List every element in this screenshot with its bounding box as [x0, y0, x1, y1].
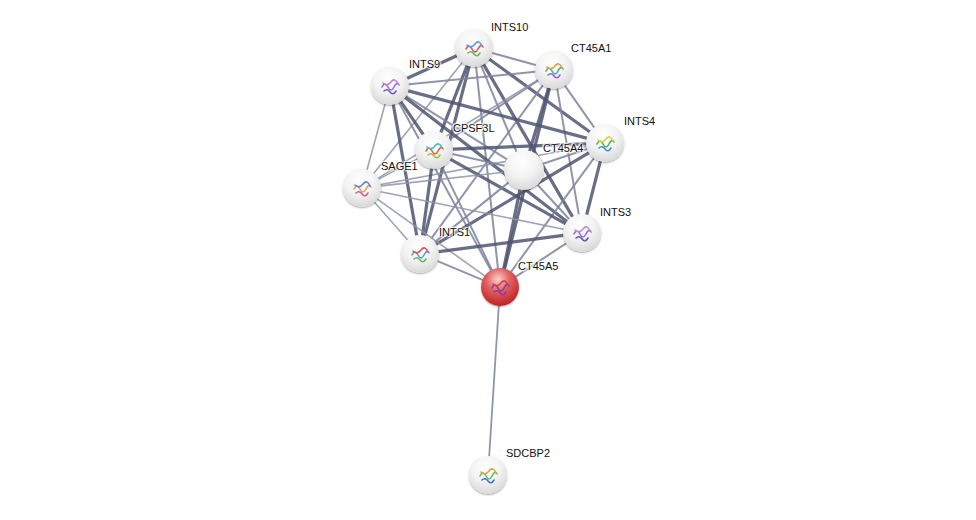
structure-stroke — [599, 147, 611, 151]
node-label: INTS1 — [439, 226, 470, 239]
protein-node: INTS3 — [563, 214, 601, 252]
structure-stroke — [413, 248, 428, 253]
structure-icon — [415, 131, 453, 169]
structure-stroke — [467, 42, 482, 47]
structure-stroke — [548, 74, 560, 78]
structure-icon — [563, 214, 601, 252]
structure-icon — [535, 51, 573, 89]
structure-stroke — [384, 90, 396, 94]
interaction-edge — [401, 102, 423, 135]
interaction-edge — [405, 98, 567, 222]
interaction-edge — [409, 72, 535, 84]
structure-icon — [371, 67, 409, 105]
node-label: INTS9 — [409, 58, 440, 71]
protein-node: INTS1 — [401, 235, 439, 273]
interaction-edge — [381, 192, 564, 229]
structure-stroke — [547, 64, 562, 69]
protein-node: CT45A4 — [504, 150, 544, 190]
node-label: SDCBP2 — [506, 447, 550, 460]
protein-node: SDCBP2 — [469, 456, 507, 494]
structure-stroke — [427, 144, 442, 149]
node-label: INTS3 — [600, 206, 631, 219]
structure-stroke — [481, 469, 496, 474]
structure-stroke — [414, 258, 426, 262]
structure-stroke — [482, 479, 494, 483]
interaction-edge — [435, 183, 509, 243]
structure-stroke — [494, 291, 506, 295]
interaction-edge — [438, 261, 483, 280]
structure-stroke — [355, 182, 370, 187]
structure-icon — [469, 456, 507, 494]
protein-node: CT45A1 — [535, 51, 573, 89]
interaction-edge — [442, 167, 492, 270]
interaction-edge — [381, 172, 504, 186]
protein-node: INTS10 — [455, 29, 493, 67]
structure-icon — [455, 29, 493, 67]
interaction-edge — [367, 104, 385, 169]
protein-node: SAGE1 — [343, 169, 381, 207]
structure-icon — [586, 124, 624, 162]
interaction-edge — [489, 306, 499, 456]
interaction-edge — [377, 199, 484, 276]
node-label: CT45A5 — [518, 260, 558, 273]
interaction-edge — [407, 56, 456, 78]
node-label: CPSF3L — [453, 122, 495, 135]
node-label: CT45A4 — [543, 142, 583, 155]
structure-icon — [481, 268, 519, 306]
structure-icon — [343, 169, 381, 207]
interaction-edge — [516, 243, 566, 276]
node-label: SAGE1 — [381, 160, 418, 173]
structure-stroke — [383, 80, 398, 85]
structure-stroke — [468, 52, 480, 56]
protein-node: INTS9 — [371, 67, 409, 105]
interaction-edge — [565, 86, 594, 128]
structure-stroke — [575, 227, 590, 232]
structure-stroke — [598, 137, 613, 142]
node-label: INTS4 — [624, 115, 655, 128]
structure-stroke — [493, 281, 508, 286]
interaction-edge — [379, 159, 417, 179]
interaction-edge — [538, 185, 570, 219]
node-label: INTS10 — [491, 21, 528, 34]
node-label: CT45A1 — [571, 42, 611, 55]
protein-node: CT45A5 — [481, 268, 519, 306]
structure-stroke — [576, 237, 588, 241]
protein-node: CPSF3L — [415, 131, 453, 169]
interaction-edge — [587, 161, 601, 214]
structure-stroke — [356, 192, 368, 196]
interaction-edge — [492, 53, 535, 65]
protein-node: INTS4 — [586, 124, 624, 162]
structure-icon — [401, 235, 439, 273]
structure-stroke — [428, 154, 440, 158]
interaction-edge — [504, 190, 520, 269]
